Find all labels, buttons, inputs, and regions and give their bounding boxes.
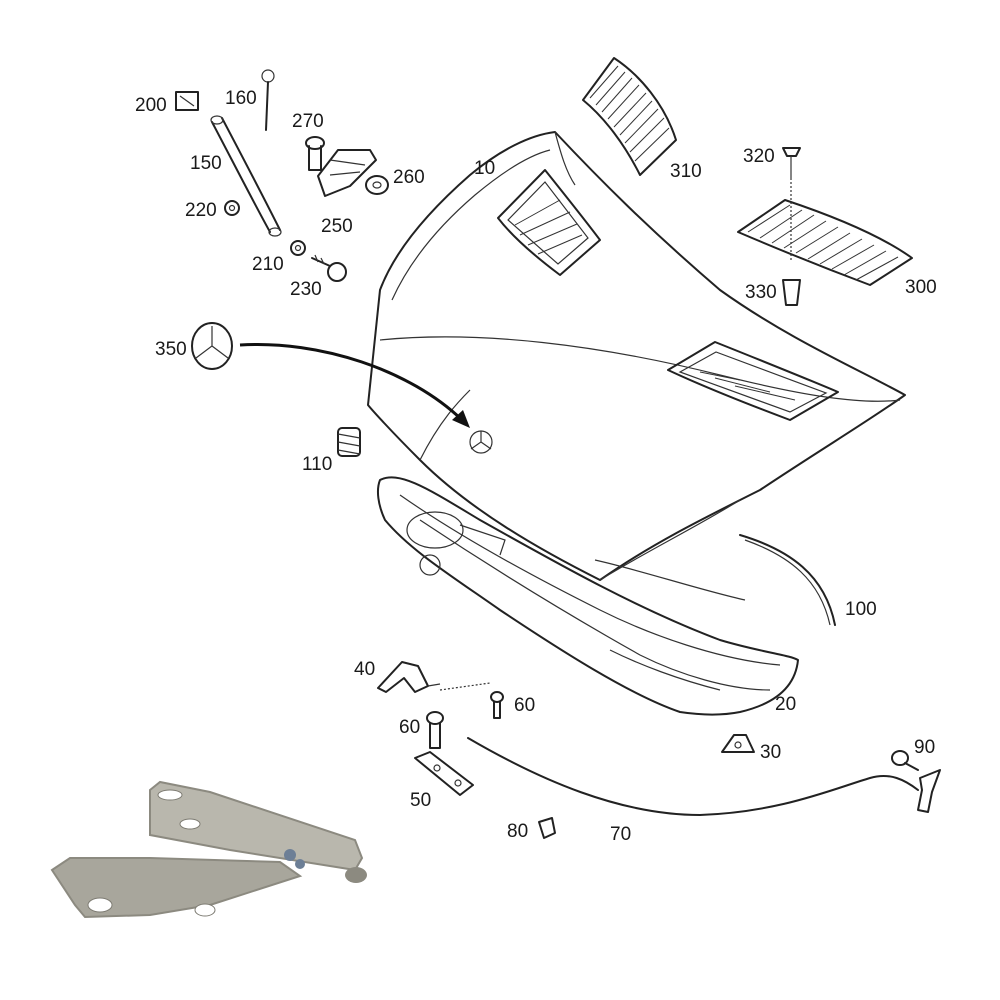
hood-latch-icon (721, 734, 755, 753)
callout-320: 320 (743, 146, 775, 167)
callout-270: 270 (292, 111, 324, 132)
release-cable-icon (467, 737, 941, 816)
clip-icon (175, 91, 199, 111)
callout-260: 260 (393, 167, 425, 188)
washer-icon (290, 240, 306, 256)
spring-icon (337, 427, 361, 457)
clip-icon (782, 279, 801, 306)
callout-350: 350 (155, 339, 187, 360)
callout-230: 230 (290, 279, 322, 300)
callout-110: 110 (302, 454, 333, 475)
hinge-photo-icon (50, 780, 367, 919)
hood-frame-icon (376, 476, 799, 716)
bolt-icon (490, 691, 504, 719)
callout-310: 310 (670, 161, 702, 182)
callout-300: 300 (905, 277, 937, 298)
clip-icon (538, 817, 556, 839)
callout-20: 20 (775, 694, 797, 715)
washer-icon (224, 200, 240, 216)
callout-60a: 60 (399, 717, 421, 738)
bolt-icon (426, 711, 444, 749)
bolt-icon (305, 136, 325, 171)
callout-80: 80 (507, 821, 529, 842)
air-vent-grille-icon (737, 199, 913, 286)
callout-40: 40 (354, 659, 376, 680)
bump-stop-icon (365, 175, 389, 195)
callout-90: 90 (914, 737, 936, 758)
seal-strip-icon (739, 534, 836, 626)
callout-70: 70 (610, 824, 632, 845)
callout-30: 30 (760, 742, 782, 763)
callout-60b: 60 (514, 695, 536, 716)
screw-icon (782, 147, 801, 262)
air-vent-grille-icon (582, 57, 677, 176)
emblem-star-icon (191, 322, 233, 370)
latch-plate-icon (414, 751, 474, 796)
callout-160: 160 (225, 88, 257, 109)
hood-panel-icon (367, 131, 906, 581)
callout-250: 250 (321, 216, 353, 237)
hood-lock-bracket-icon (317, 149, 377, 197)
callout-210: 210 (252, 254, 284, 275)
hinge-icon (377, 661, 491, 693)
callout-10: 10 (474, 158, 496, 179)
support-rod-icon (210, 115, 282, 237)
callout-200: 200 (135, 95, 167, 116)
bolt-icon (311, 254, 347, 282)
callout-50: 50 (410, 790, 432, 811)
callout-220: 220 (185, 200, 217, 221)
spring-clip-icon (261, 69, 275, 131)
bolt-icon (891, 750, 919, 771)
callout-150: 150 (190, 153, 222, 174)
callout-330: 330 (745, 282, 777, 303)
arrow-icon (239, 342, 470, 428)
callout-100: 100 (845, 599, 877, 620)
